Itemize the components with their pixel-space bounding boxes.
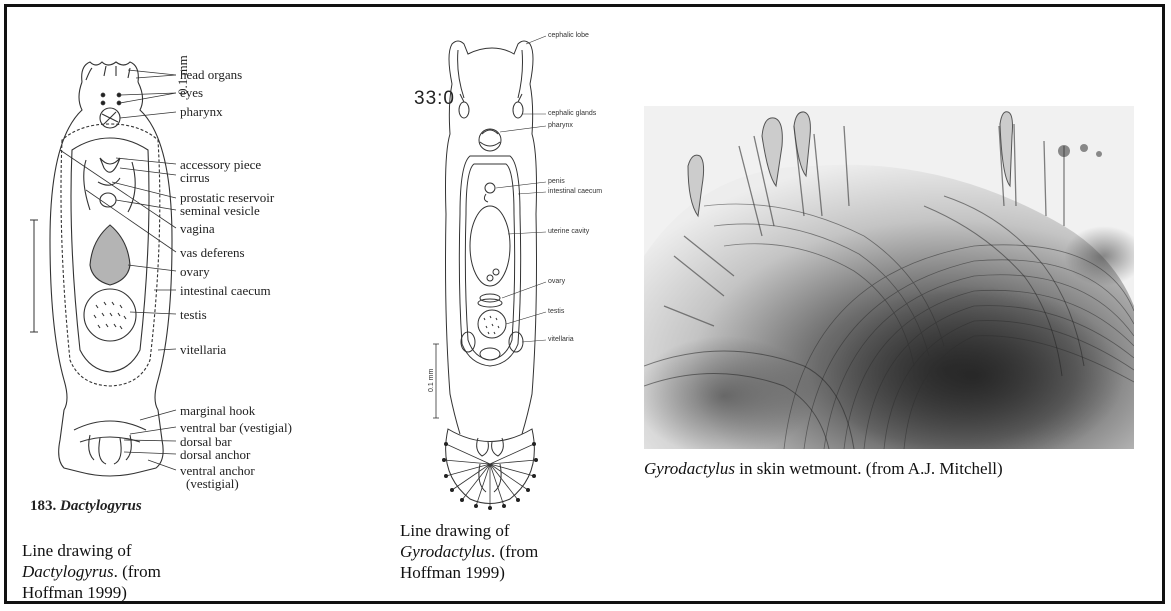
g-label-testis: testis (548, 308, 564, 316)
g-label-uterine-cavity: uterine cavity (548, 228, 589, 236)
gyrodactylus-drawing (430, 14, 550, 514)
label-marginal-hook: marginal hook (180, 404, 255, 417)
photo-caption: Gyrodactylus in skin wetmount. (from A.J… (644, 458, 1144, 479)
g-label-cephalic-glands: cephalic glands (548, 110, 596, 118)
caption-line2: Hoffman 1999) (22, 583, 127, 602)
label-head-organs: head organs (180, 68, 242, 81)
label-eyes: eyes (180, 86, 203, 99)
g-label-ovary: ovary (548, 278, 565, 286)
label-testis: testis (180, 308, 207, 321)
caption-prefix: Line drawing of (22, 541, 132, 560)
label-vitellaria: vitellaria (180, 343, 226, 356)
label-vagina: vagina (180, 222, 215, 235)
caption-genus: Dactylogyrus (22, 562, 114, 581)
label-ventral-bar: ventral bar (vestigial) (180, 421, 292, 434)
gyrodactylus-wetmount-photo (644, 106, 1134, 449)
gyrodactylus-drawing-caption: Line drawing of Gyrodactylus. (from Hoff… (400, 520, 610, 583)
dactylogyrus-figure-number: 183. Dactylogyrus (30, 498, 142, 515)
g-scale-label: 0.1 mm (428, 369, 436, 392)
label-vas-deferens: vas deferens (180, 246, 245, 259)
photo-caption-genus: Gyrodactylus (644, 459, 735, 478)
label-cirrus: cirrus (180, 171, 210, 184)
g-label-cephalic-lobe: cephalic lobe (548, 32, 589, 40)
g-caption-suffix: . (from (491, 542, 538, 561)
label-seminal-vesicle: seminal vesicle (180, 204, 260, 217)
label-intestinal-caecum: intestinal caecum (180, 284, 271, 297)
g-caption-line3: Hoffman 1999) (400, 563, 505, 582)
label-ventral-anchor-note: (vestigial) (186, 477, 239, 490)
g-caption-genus: Gyrodactylus (400, 542, 491, 561)
photo-caption-rest: in skin wetmount. (from A.J. Mitchell) (735, 459, 1003, 478)
figure-genus: Dactylogyrus (60, 498, 142, 514)
label-dorsal-anchor: dorsal anchor (180, 448, 250, 461)
g-label-pharynx: pharynx (548, 122, 573, 130)
g-label-vitellaria: vitellaria (548, 336, 574, 344)
dactylogyrus-caption: Line drawing of Dactylogyrus. (from Hoff… (22, 540, 222, 603)
g-label-intestinal-caecum: intestinal caecum (548, 188, 602, 196)
caption-suffix: . (from (114, 562, 161, 581)
g-caption-line1: Line drawing of (400, 521, 510, 540)
g-label-penis: penis (548, 178, 565, 186)
figure-number: 183. (30, 498, 56, 514)
label-ovary: ovary (180, 265, 210, 278)
label-pharynx: pharynx (180, 105, 223, 118)
